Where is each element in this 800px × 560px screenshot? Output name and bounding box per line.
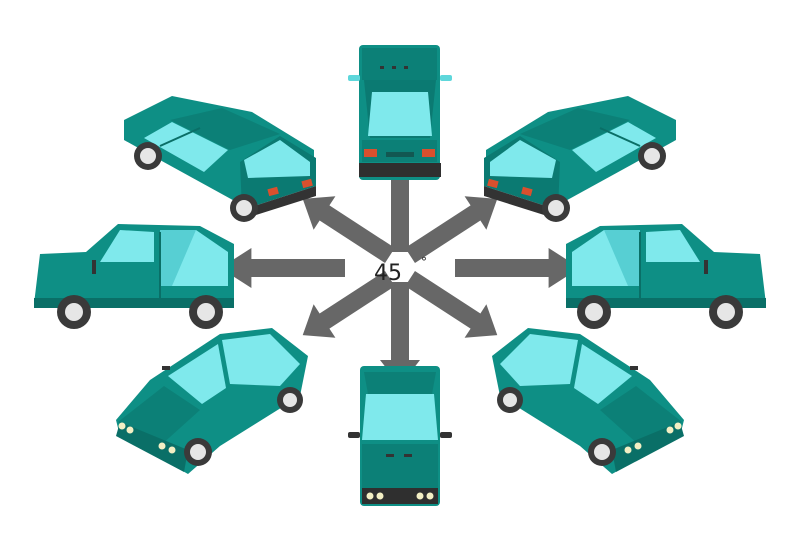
car-front-left-view bbox=[116, 328, 308, 474]
degree-symbol: ° bbox=[421, 255, 427, 269]
car-left-side-view bbox=[34, 224, 234, 329]
car-rear-left-view bbox=[124, 96, 316, 222]
car-front-right-view bbox=[492, 328, 684, 474]
car-rear-right-view bbox=[484, 96, 676, 222]
angle-label: 45 bbox=[374, 261, 402, 286]
car-rear-view bbox=[348, 45, 452, 180]
arrow-right bbox=[455, 248, 580, 288]
car-right-side-view bbox=[566, 224, 766, 329]
car-front-view bbox=[348, 366, 452, 506]
angle-label-group: 45 ° bbox=[374, 255, 427, 286]
arrow-left bbox=[220, 248, 345, 288]
